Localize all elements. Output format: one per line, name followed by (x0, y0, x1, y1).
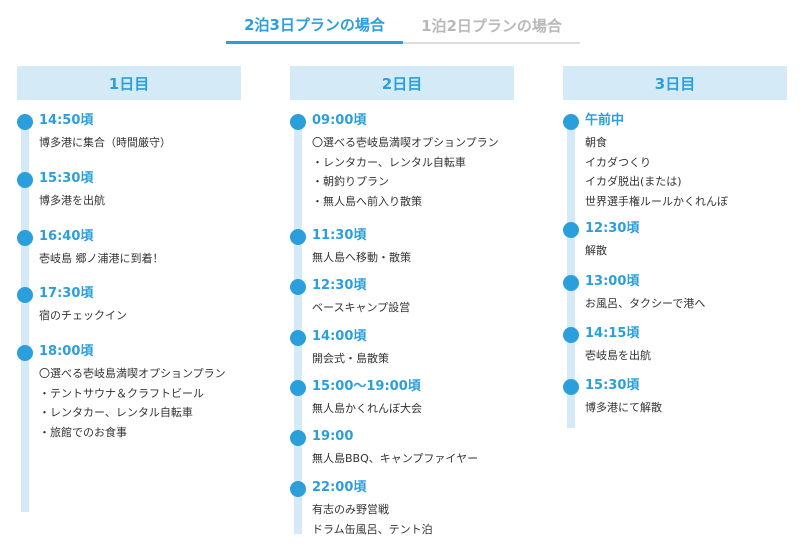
event-time: 11:30頃 (312, 228, 367, 243)
timeline-dot-icon (17, 345, 33, 361)
event-detail: 解散 (585, 244, 607, 257)
event-detail: イカダつくり (585, 155, 651, 169)
timeline-dot-icon (17, 172, 33, 188)
plan-tabs: 2泊3日プランの場合 1泊2日プランの場合 (226, 8, 580, 44)
event-time: 14:50頃 (39, 113, 94, 128)
event-time: 14:00頃 (312, 329, 367, 344)
timeline-dot-icon (563, 114, 579, 130)
event-time: 19:00 (312, 429, 354, 444)
event-time: 17:30頃 (39, 286, 94, 301)
event-detail: 壱岐島 郷ノ浦港に到着！ (39, 252, 164, 265)
timeline-dot-icon (290, 481, 306, 497)
timeline-dot-icon (17, 230, 33, 246)
day-header: 2日目 (290, 66, 514, 100)
event-detail: ドラム缶風呂、テント泊 (312, 522, 433, 536)
event-detail: ・レンタカー、レンタル自転車 (39, 406, 193, 419)
day-header: 1日目 (17, 66, 241, 100)
event-time: 午前中 (585, 113, 625, 128)
timeline-dot-icon (17, 114, 33, 130)
timeline-bar (294, 116, 302, 534)
event-detail: 〇選べる壱岐島満喫オプションプラン (39, 367, 226, 380)
event-detail: ・テントサウナ＆クラフトビール (39, 386, 204, 400)
event-detail: 無人島かくれんぼ大会 (312, 402, 422, 415)
tab-2-day-plan[interactable]: 1泊2日プランの場合 (421, 16, 562, 35)
event-detail: ・旅館でのお食事 (39, 425, 127, 439)
event-detail: 有志のみ野営戦 (312, 503, 389, 516)
event-detail: ・レンタカー、レンタル自転車 (312, 155, 466, 169)
event-time: 12:30頃 (585, 221, 640, 236)
timeline-dot-icon (17, 287, 33, 303)
event-detail: 壱岐島を出航 (585, 349, 651, 362)
timeline-dot-icon (563, 379, 579, 395)
day-column-2: 2日目 09:00頃 〇選べる壱岐島満喫オプションプラン ・レンタカー、レンタル… (290, 66, 514, 536)
event-time: 14:15頃 (585, 326, 640, 341)
event-detail: 朝食 (585, 136, 607, 149)
event-detail: 博多港に集合（時間厳守） (39, 136, 171, 149)
event-detail: イカダ脱出(または) (585, 175, 682, 188)
event-detail: 無人島BBQ、キャンプファイヤー (312, 452, 479, 465)
event-detail: 宿のチェックイン (39, 309, 127, 322)
event-detail: 博多港を出航 (39, 194, 105, 207)
event-detail: ベースキャンプ設営 (312, 301, 411, 314)
event-detail: ・無人島へ前入り散策 (312, 194, 422, 208)
event-time: 13:00頃 (585, 274, 640, 289)
event-time: 16:40頃 (39, 229, 94, 244)
timeline-bar (567, 116, 575, 428)
event-detail: 世界選手権ルールかくれんぼ (585, 194, 728, 208)
event-time: 15:30頃 (585, 378, 640, 393)
day-column-1: 1日目 14:50頃 博多港に集合（時間厳守） 15:30頃 博多港を出航 16… (17, 66, 241, 512)
event-detail: 〇選べる壱岐島満喫オプションプラン (312, 136, 499, 149)
day-header: 3日目 (563, 66, 787, 100)
timeline-dot-icon (290, 430, 306, 446)
event-detail: 開会式・島散策 (312, 352, 389, 365)
event-time: 15:30頃 (39, 171, 94, 186)
timeline-dot-icon (563, 327, 579, 343)
event-time: 12:30頃 (312, 278, 367, 293)
timeline-dot-icon (563, 222, 579, 238)
timeline-dot-icon (290, 114, 306, 130)
event-detail: ・朝釣りプラン (312, 175, 389, 188)
tab-3-day-plan[interactable]: 2泊3日プランの場合 (226, 8, 403, 44)
event-detail: 無人島へ移動・散策 (312, 251, 411, 264)
timeline-dot-icon (290, 229, 306, 245)
event-detail: お風呂、タクシーで港へ (585, 297, 706, 310)
event-time: 22:00頃 (312, 480, 367, 495)
event-time: 09:00頃 (312, 113, 367, 128)
timeline-bar (21, 116, 29, 512)
timeline-dot-icon (290, 330, 306, 346)
timeline-dot-icon (290, 380, 306, 396)
day-column-3: 3日目 午前中 朝食 イカダつくり イカダ脱出(または) 世界選手権ルールかくれ… (563, 66, 787, 428)
event-time: 18:00頃 (39, 344, 94, 359)
timeline-dot-icon (290, 279, 306, 295)
timeline-dot-icon (563, 275, 579, 291)
event-time: 15:00〜19:00頃 (312, 379, 421, 394)
event-detail: 博多港にて解散 (585, 401, 662, 414)
